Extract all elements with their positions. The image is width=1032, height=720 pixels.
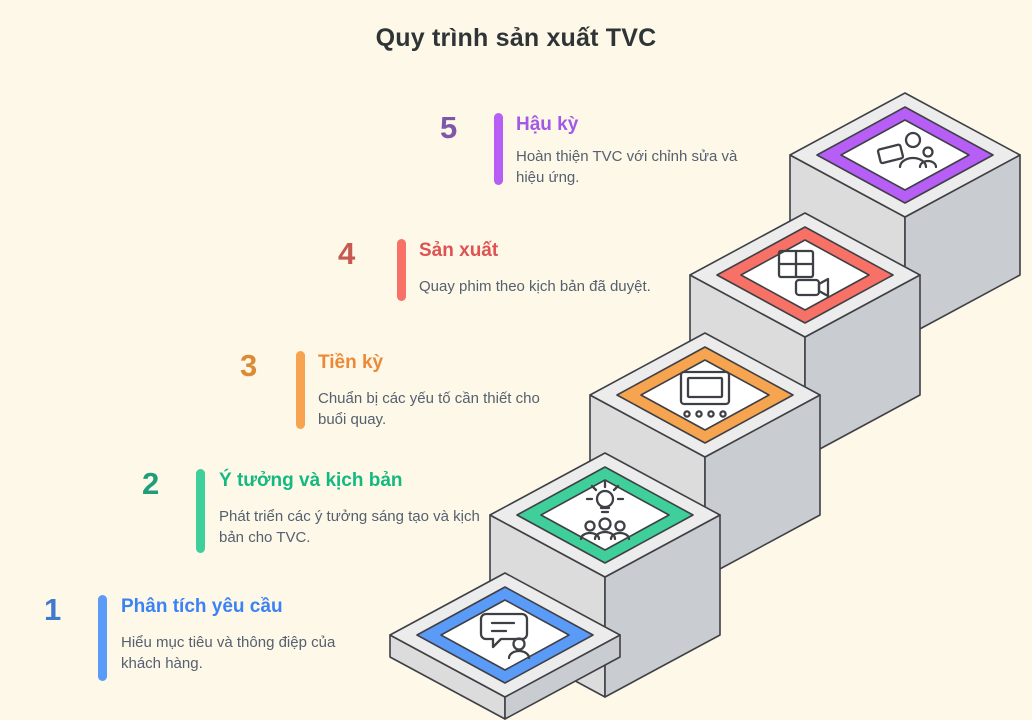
step-5-diamond-inner (840, 119, 970, 191)
step-1-diamond-inner (440, 599, 570, 671)
step-title: Ý tưởng và kịch bản (219, 470, 403, 491)
presentation-screen-icon (679, 370, 731, 418)
step-color-bar (196, 469, 205, 553)
page-title: Quy trình sản xuất TVC (375, 24, 657, 52)
step-color-bar (296, 351, 305, 429)
step-description: Quay phim theo kịch bản đã duyệt. (419, 278, 651, 295)
step-description: Chuẩn bị các yếu tố cần thiết cho buổi q… (318, 390, 540, 429)
step-2-diamond-inner (540, 479, 670, 551)
step-description: Hiểu mục tiêu và thông điệp của khách hà… (121, 634, 336, 673)
step-title: Hậu kỳ (516, 114, 579, 135)
step-color-bar (98, 595, 107, 681)
people-media-icon (876, 131, 938, 169)
step-description: Phát triển các ý tưởng sáng tạo và kịch … (219, 508, 480, 547)
stair-step-1 (389, 572, 621, 720)
lightbulb-team-icon (579, 480, 631, 541)
step-number: 5 (440, 110, 458, 145)
step-title: Sản xuất (419, 240, 499, 261)
step-color-bar (397, 239, 406, 301)
step-number: 4 (338, 236, 356, 271)
step-number: 3 (240, 348, 258, 383)
step-color-bar (494, 113, 503, 185)
step-title: Tiền kỳ (318, 352, 384, 373)
step-description: Hoàn thiện TVC với chỉnh sửa và hiệu ứng… (516, 148, 738, 187)
step-number: 1 (44, 592, 62, 627)
step-title: Phân tích yêu cầu (121, 596, 283, 617)
video-camera-icon (777, 249, 830, 298)
step-number: 2 (142, 466, 160, 501)
chat-bubble-person-icon (479, 612, 531, 660)
stair-step-5 (789, 92, 1021, 338)
